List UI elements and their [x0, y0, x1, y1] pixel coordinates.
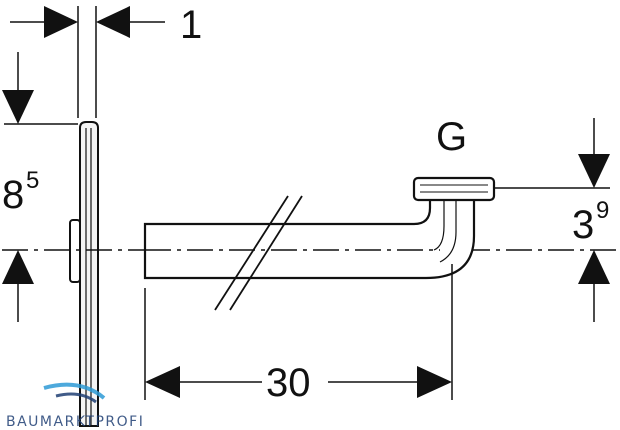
offset-value-sup: 9 — [596, 197, 609, 224]
thickness-value: 1 — [180, 3, 202, 47]
height-dimension: 8 5 — [2, 52, 78, 322]
offset-dimension: 3 9 — [494, 118, 610, 322]
watermark: BAUMARKTPROFI — [6, 382, 144, 430]
thickness-dimension: 1 — [10, 3, 202, 118]
mounting-plate — [69, 121, 99, 427]
offset-value-main: 3 — [572, 203, 594, 247]
watermark-text: BAUMARKTPROFI — [6, 414, 144, 430]
length-dimension: 30 — [144, 264, 453, 405]
connector-label: G — [436, 115, 467, 159]
height-value-sup: 5 — [26, 167, 39, 194]
length-value: 30 — [266, 361, 311, 405]
height-value-main: 8 — [2, 173, 24, 217]
pipe-bend: G — [143, 115, 496, 311]
